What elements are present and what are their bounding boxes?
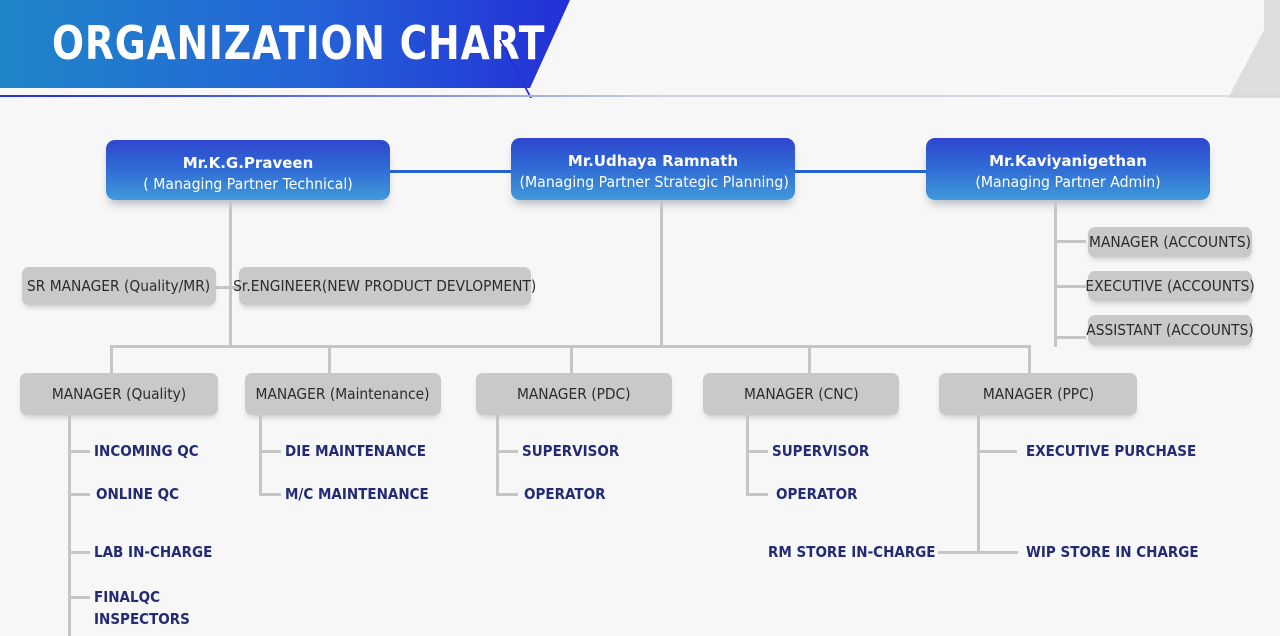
pdc-stub-1	[496, 450, 518, 453]
ppc-leaf-spine	[977, 415, 980, 553]
box-label: SR MANAGER (Quality/MR)	[27, 277, 211, 295]
exec-name: Mr.K.G.Praveen	[182, 154, 314, 172]
leaf-cnc-operator[interactable]: OPERATOR	[776, 485, 858, 503]
box-label: MANAGER (Quality)	[51, 385, 187, 403]
drop-line-strategic	[660, 200, 663, 347]
box-label: EXECUTIVE (ACCOUNTS)	[1085, 277, 1255, 295]
pdc-stub-2	[496, 493, 518, 496]
quality-stub-4	[68, 596, 90, 599]
leaf-pdc-operator[interactable]: OPERATOR	[524, 485, 606, 503]
stores-connector	[938, 551, 1018, 554]
box-label: MANAGER (CNC)	[743, 385, 859, 403]
connector-exec1-exec2	[389, 170, 511, 173]
corner-decoration-shape	[1228, 0, 1280, 98]
box-manager-ppc[interactable]: MANAGER (PPC)	[939, 373, 1137, 415]
exec-name: Mr.Udhaya Ramnath	[567, 152, 739, 170]
leaf-executive-purchase[interactable]: EXECUTIVE PURCHASE	[1026, 442, 1197, 460]
box-label: MANAGER (Maintenance)	[256, 385, 430, 403]
quality-stub-2	[68, 493, 90, 496]
box-label: ASSISTANT (ACCOUNTS)	[1086, 321, 1254, 339]
cnc-leaf-spine	[746, 415, 749, 495]
leaf-online-qc[interactable]: ONLINE QC	[96, 485, 180, 503]
box-label: MANAGER (PDC)	[517, 385, 631, 403]
connector-staff-row	[216, 286, 246, 289]
quality-stub-1	[68, 450, 90, 453]
leaf-finalqc[interactable]: FINALQC	[94, 588, 160, 606]
cnc-stub-1	[746, 450, 768, 453]
accounts-stub-3	[1054, 336, 1086, 339]
drop-to-manager-quality	[110, 345, 113, 373]
maintenance-leaf-spine	[259, 415, 262, 495]
maintenance-stub-2	[259, 493, 281, 496]
leaf-incoming-qc[interactable]: INCOMING QC	[94, 442, 199, 460]
header-underline	[0, 95, 1280, 97]
box-manager-accounts[interactable]: MANAGER (ACCOUNTS)	[1088, 227, 1252, 257]
exec-box-technical[interactable]: Mr.K.G.Praveen ( Managing Partner Techni…	[106, 140, 390, 200]
drop-to-manager-pdc	[570, 345, 573, 373]
exec-role: (Managing Partner Admin)	[975, 173, 1161, 191]
box-label: MANAGER (ACCOUNTS)	[1089, 233, 1251, 251]
box-manager-maintenance[interactable]: MANAGER (Maintenance)	[245, 373, 441, 415]
leaf-cnc-supervisor[interactable]: SUPERVISOR	[772, 442, 870, 460]
box-executive-accounts[interactable]: EXECUTIVE (ACCOUNTS)	[1085, 271, 1255, 301]
ppc-stub-1	[977, 450, 1017, 453]
box-assistant-accounts[interactable]: ASSISTANT (ACCOUNTS)	[1086, 315, 1254, 345]
exec-box-admin[interactable]: Mr.Kaviyanigethan (Managing Partner Admi…	[926, 138, 1210, 200]
exec-box-strategic-planning[interactable]: Mr.Udhaya Ramnath (Managing Partner Stra…	[511, 138, 795, 200]
leaf-inspectors[interactable]: INSPECTORS	[94, 610, 190, 628]
leaf-die-maintenance[interactable]: DIE MAINTENANCE	[285, 442, 426, 460]
maintenance-stub-1	[259, 450, 281, 453]
quality-stub-3	[68, 551, 90, 554]
accounts-stub-2	[1054, 285, 1086, 288]
drop-to-manager-ppc	[1028, 345, 1031, 373]
box-sr-engineer-npd[interactable]: Sr.ENGINEER(NEW PRODUCT DEVLOPMENT)	[233, 267, 537, 305]
box-manager-pdc[interactable]: MANAGER (PDC)	[476, 373, 672, 415]
exec-name: Mr.Kaviyanigethan	[989, 152, 1147, 170]
box-manager-quality[interactable]: MANAGER (Quality)	[20, 373, 218, 415]
leaf-wip-store-in-charge[interactable]: WIP STORE IN CHARGE	[1026, 543, 1199, 561]
exec-role: (Managing Partner Strategic Planning)	[519, 173, 789, 191]
box-label: Sr.ENGINEER(NEW PRODUCT DEVLOPMENT)	[233, 277, 537, 295]
pdc-leaf-spine	[496, 415, 499, 495]
drop-to-manager-cnc	[808, 345, 811, 373]
leaf-rm-store-in-charge[interactable]: RM STORE IN-CHARGE	[768, 543, 936, 561]
leaf-lab-in-charge[interactable]: LAB IN-CHARGE	[94, 543, 213, 561]
connector-exec2-exec3	[794, 170, 926, 173]
header-banner	[0, 0, 570, 88]
page-title: ORGANIZATION CHART	[52, 16, 546, 70]
exec-role: ( Managing Partner Technical)	[143, 175, 353, 193]
leaf-mc-maintenance[interactable]: M/C MAINTENANCE	[285, 485, 429, 503]
cnc-stub-2	[746, 493, 768, 496]
leaf-pdc-supervisor[interactable]: SUPERVISOR	[522, 442, 620, 460]
drop-line-technical	[229, 200, 232, 347]
box-label: MANAGER (PPC)	[982, 385, 1094, 403]
box-sr-manager-quality[interactable]: SR MANAGER (Quality/MR)	[22, 267, 216, 305]
quality-leaf-spine	[68, 415, 71, 636]
accounts-spine	[1054, 225, 1057, 338]
box-manager-cnc[interactable]: MANAGER (CNC)	[703, 373, 899, 415]
accounts-stub-1	[1054, 240, 1086, 243]
drop-to-manager-maintenance	[328, 345, 331, 373]
